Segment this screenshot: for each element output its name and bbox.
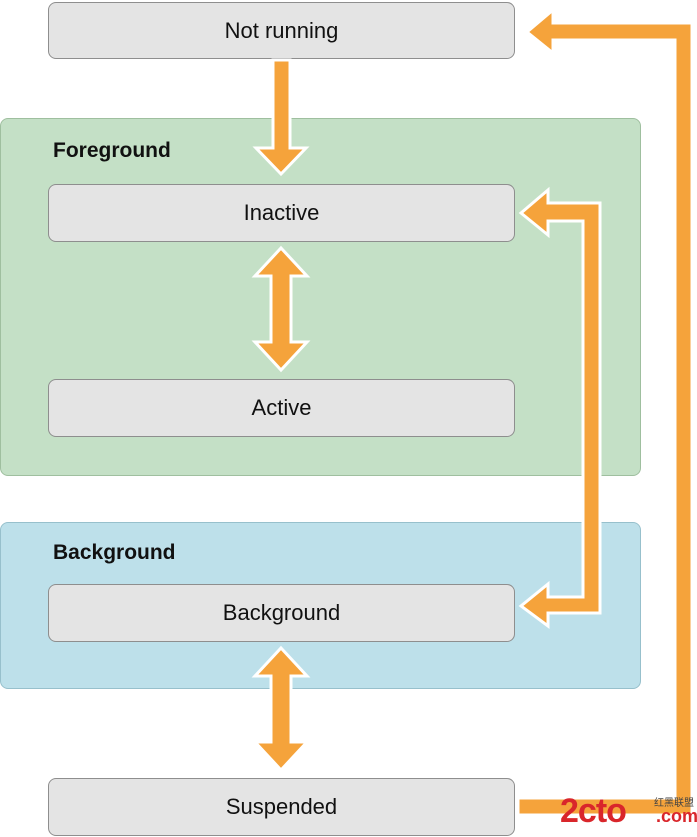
watermark-side-text: 红黑联盟 (654, 798, 694, 809)
state-inactive: Inactive (48, 184, 515, 242)
background-region-title: Background (53, 541, 176, 564)
arrow-inactive-active (251, 245, 311, 373)
arrow-background-to-inactive (518, 186, 602, 629)
watermark-suffix: .com (656, 806, 697, 826)
foreground-region-title: Foreground (53, 139, 171, 162)
state-background: Background (48, 584, 515, 642)
state-active: Active (48, 379, 515, 437)
state-suspended: Suspended (48, 778, 515, 836)
arrow-suspended-to-not-running (516, 6, 694, 817)
watermark-main: 2cto (560, 792, 627, 830)
state-not-running: Not running (48, 2, 515, 59)
arrow-not-running-to-inactive (252, 58, 310, 177)
watermark-main-text: 2cto (560, 792, 627, 831)
arrow-background-suspended (251, 645, 311, 773)
